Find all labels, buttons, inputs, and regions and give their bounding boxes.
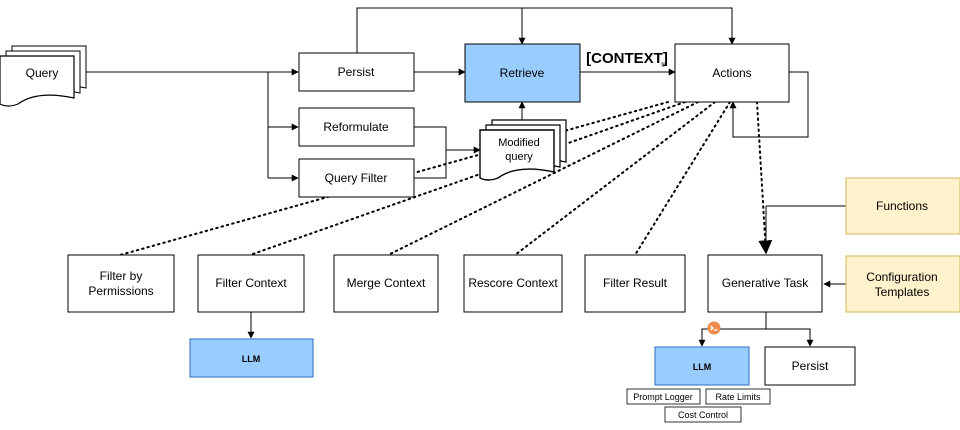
persist-bottom-node[interactable]: Persist	[764, 346, 856, 386]
llm-right-label: LLM	[693, 362, 712, 372]
rate-limits-tag[interactable]: Rate Limits	[705, 388, 771, 405]
query-filter-label: Query Filter	[325, 171, 388, 185]
edge-queryfilter-to-modified	[414, 150, 447, 179]
filter-context-label: Filter Context	[215, 276, 287, 290]
cost-control-label: Cost Control	[678, 410, 728, 420]
edge-top-loop	[356, 7, 736, 53]
persist-top-label: Persist	[338, 65, 375, 79]
query-filter-node[interactable]: Query Filter	[298, 158, 415, 198]
edge-split-to-persist	[766, 328, 814, 347]
context-logo: [CONTEXT] ®	[586, 50, 668, 69]
llm-left-label: LLM	[242, 354, 261, 364]
filter-result-label: Filter Result	[603, 276, 668, 290]
generative-task-node[interactable]: Generative Task	[707, 254, 823, 313]
reformulate-label: Reformulate	[323, 120, 389, 134]
retrieve-label: Retrieve	[500, 66, 545, 80]
functions-node[interactable]: Functions	[845, 177, 960, 235]
query-label: Query	[26, 66, 59, 80]
actions-node[interactable]: Actions	[674, 43, 790, 103]
generative-task-label: Generative Task	[722, 276, 809, 290]
dotted-actions-to-filter-context	[249, 101, 686, 256]
registered-mark-icon: ®	[661, 62, 666, 69]
persist-top-node[interactable]: Persist	[298, 52, 415, 92]
persist-bottom-label: Persist	[792, 359, 829, 373]
merge-context-node[interactable]: Merge Context	[333, 254, 439, 313]
llm-left-node[interactable]: LLM	[189, 338, 314, 378]
dotted-actions-to-generative	[756, 101, 773, 255]
solid-connectors	[86, 7, 846, 347]
configuration-templates-node[interactable]: Configuration Templates	[845, 255, 960, 313]
context-logo-text: [CONTEXT]	[586, 50, 668, 67]
filter-permissions-label-line1: Filter by	[100, 269, 143, 283]
rate-limits-label: Rate Limits	[715, 392, 761, 402]
edge-reformulate-to-modified	[414, 126, 481, 154]
query-node: Query	[0, 45, 87, 107]
filter-context-node[interactable]: Filter Context	[197, 254, 305, 313]
modified-query-node: Modified query	[479, 119, 567, 181]
dotted-actions-to-filter-permissions	[119, 101, 669, 256]
edge-actions-loop	[729, 71, 809, 138]
merge-context-label: Merge Context	[347, 276, 426, 290]
modified-query-label-line1: Modified	[498, 137, 540, 149]
filter-permissions-label-line2: Permissions	[88, 284, 153, 298]
prompt-logger-tag[interactable]: Prompt Logger	[626, 388, 701, 405]
dotted-actions-to-filter-result	[634, 101, 731, 256]
config-label-line1: Configuration	[866, 270, 937, 284]
rescore-context-node[interactable]: Rescore Context	[463, 254, 563, 313]
dotted-actions-to-merge-context	[387, 101, 699, 256]
cost-control-tag[interactable]: Cost Control	[664, 406, 742, 423]
retrieve-box	[464, 43, 581, 103]
filter-result-node[interactable]: Filter Result	[584, 254, 686, 313]
llm-right-node[interactable]: LLM	[654, 346, 750, 386]
dotted-actions-to-rescore-context	[514, 101, 716, 256]
functions-label: Functions	[876, 199, 928, 213]
orange-circle-badge-icon	[707, 321, 721, 335]
filter-by-permissions-node[interactable]: Filter by Permissions	[67, 254, 175, 313]
reformulate-node[interactable]: Reformulate	[298, 107, 415, 147]
edge-split-to-llm	[698, 328, 766, 347]
config-label-line2: Templates	[875, 285, 930, 299]
modified-query-label-line2: query	[505, 151, 533, 163]
retrieve-node[interactable]: Retrieve	[464, 43, 581, 103]
dotted-connectors	[119, 101, 773, 256]
rescore-context-label: Rescore Context	[468, 276, 558, 290]
actions-label: Actions	[712, 66, 751, 80]
prompt-logger-label: Prompt Logger	[633, 392, 693, 402]
